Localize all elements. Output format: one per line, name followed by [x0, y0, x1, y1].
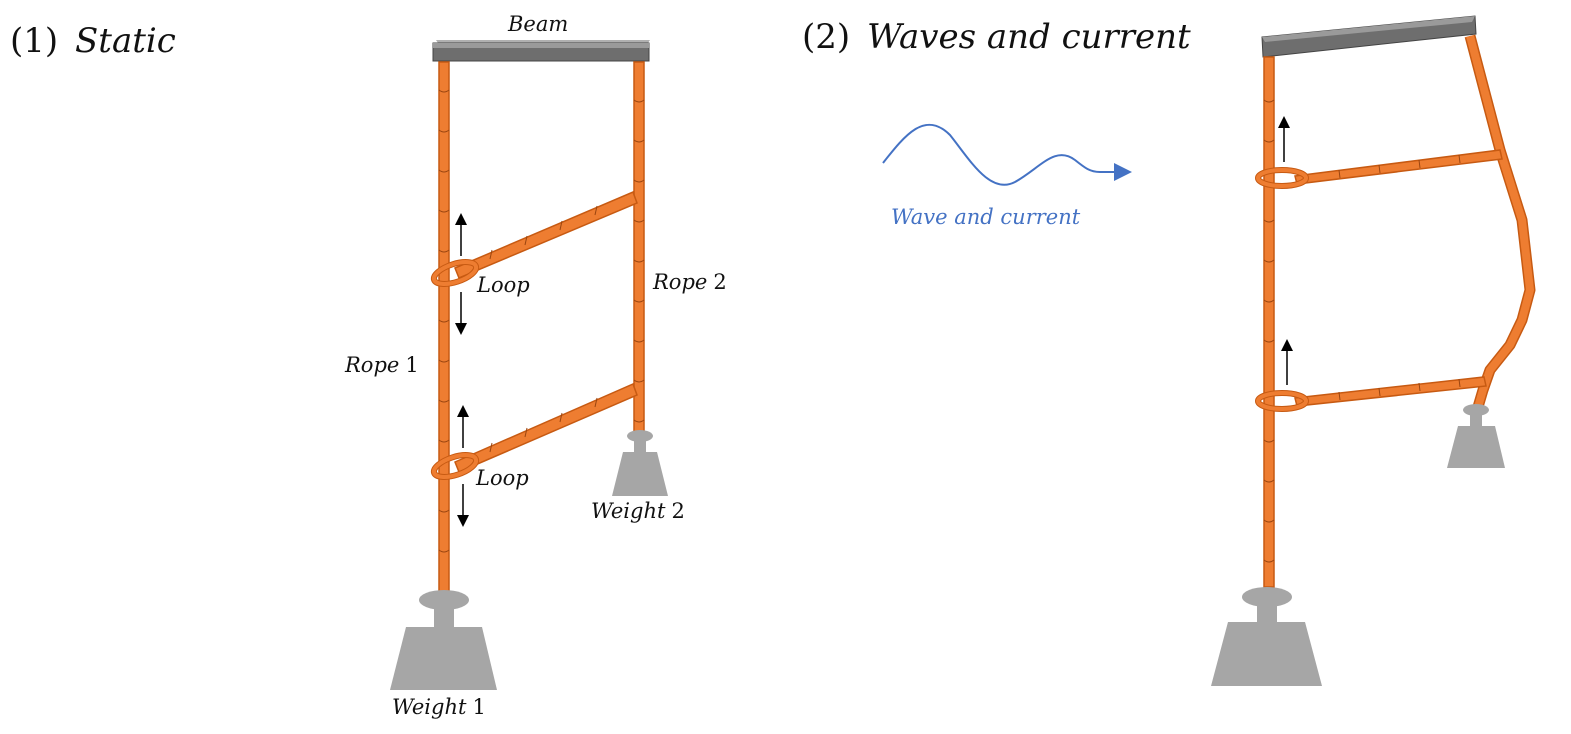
lower-connector-rope — [454, 382, 638, 473]
panel-waves: (2) Waves and current Wave and current — [802, 15, 1536, 686]
panel2-title: Waves and current — [867, 17, 1191, 57]
weight-icon — [612, 430, 668, 496]
rope-2 — [633, 61, 645, 433]
panel1-title: Static — [75, 21, 176, 61]
lower-connector-rope — [1294, 376, 1487, 407]
lower-loop — [430, 452, 480, 480]
wave-arrow-icon — [882, 123, 1132, 186]
rope-1 — [1263, 56, 1275, 588]
panel-static: (1) Static Beam — [10, 12, 727, 719]
beam-icon — [432, 40, 650, 62]
panel1-number: (1) — [10, 21, 58, 61]
rope-2 — [1464, 34, 1536, 409]
wave-label: Wave and current — [891, 205, 1081, 229]
upper-connector-rope — [454, 190, 638, 279]
rope-1 — [438, 61, 450, 593]
lower-loop — [1255, 390, 1309, 412]
weight-icon — [1447, 404, 1505, 468]
upper-loop — [430, 259, 480, 287]
beam-label: Beam — [507, 12, 568, 36]
upper-connector-rope — [1294, 149, 1503, 185]
panel2-number: (2) — [802, 17, 850, 57]
beam-icon — [1261, 15, 1477, 58]
loop-lower-label: Loop — [475, 466, 529, 490]
loop-upper-label: Loop — [476, 273, 530, 297]
weight-icon — [390, 590, 497, 690]
upper-loop — [1255, 167, 1309, 189]
weight-icon — [1211, 587, 1322, 686]
